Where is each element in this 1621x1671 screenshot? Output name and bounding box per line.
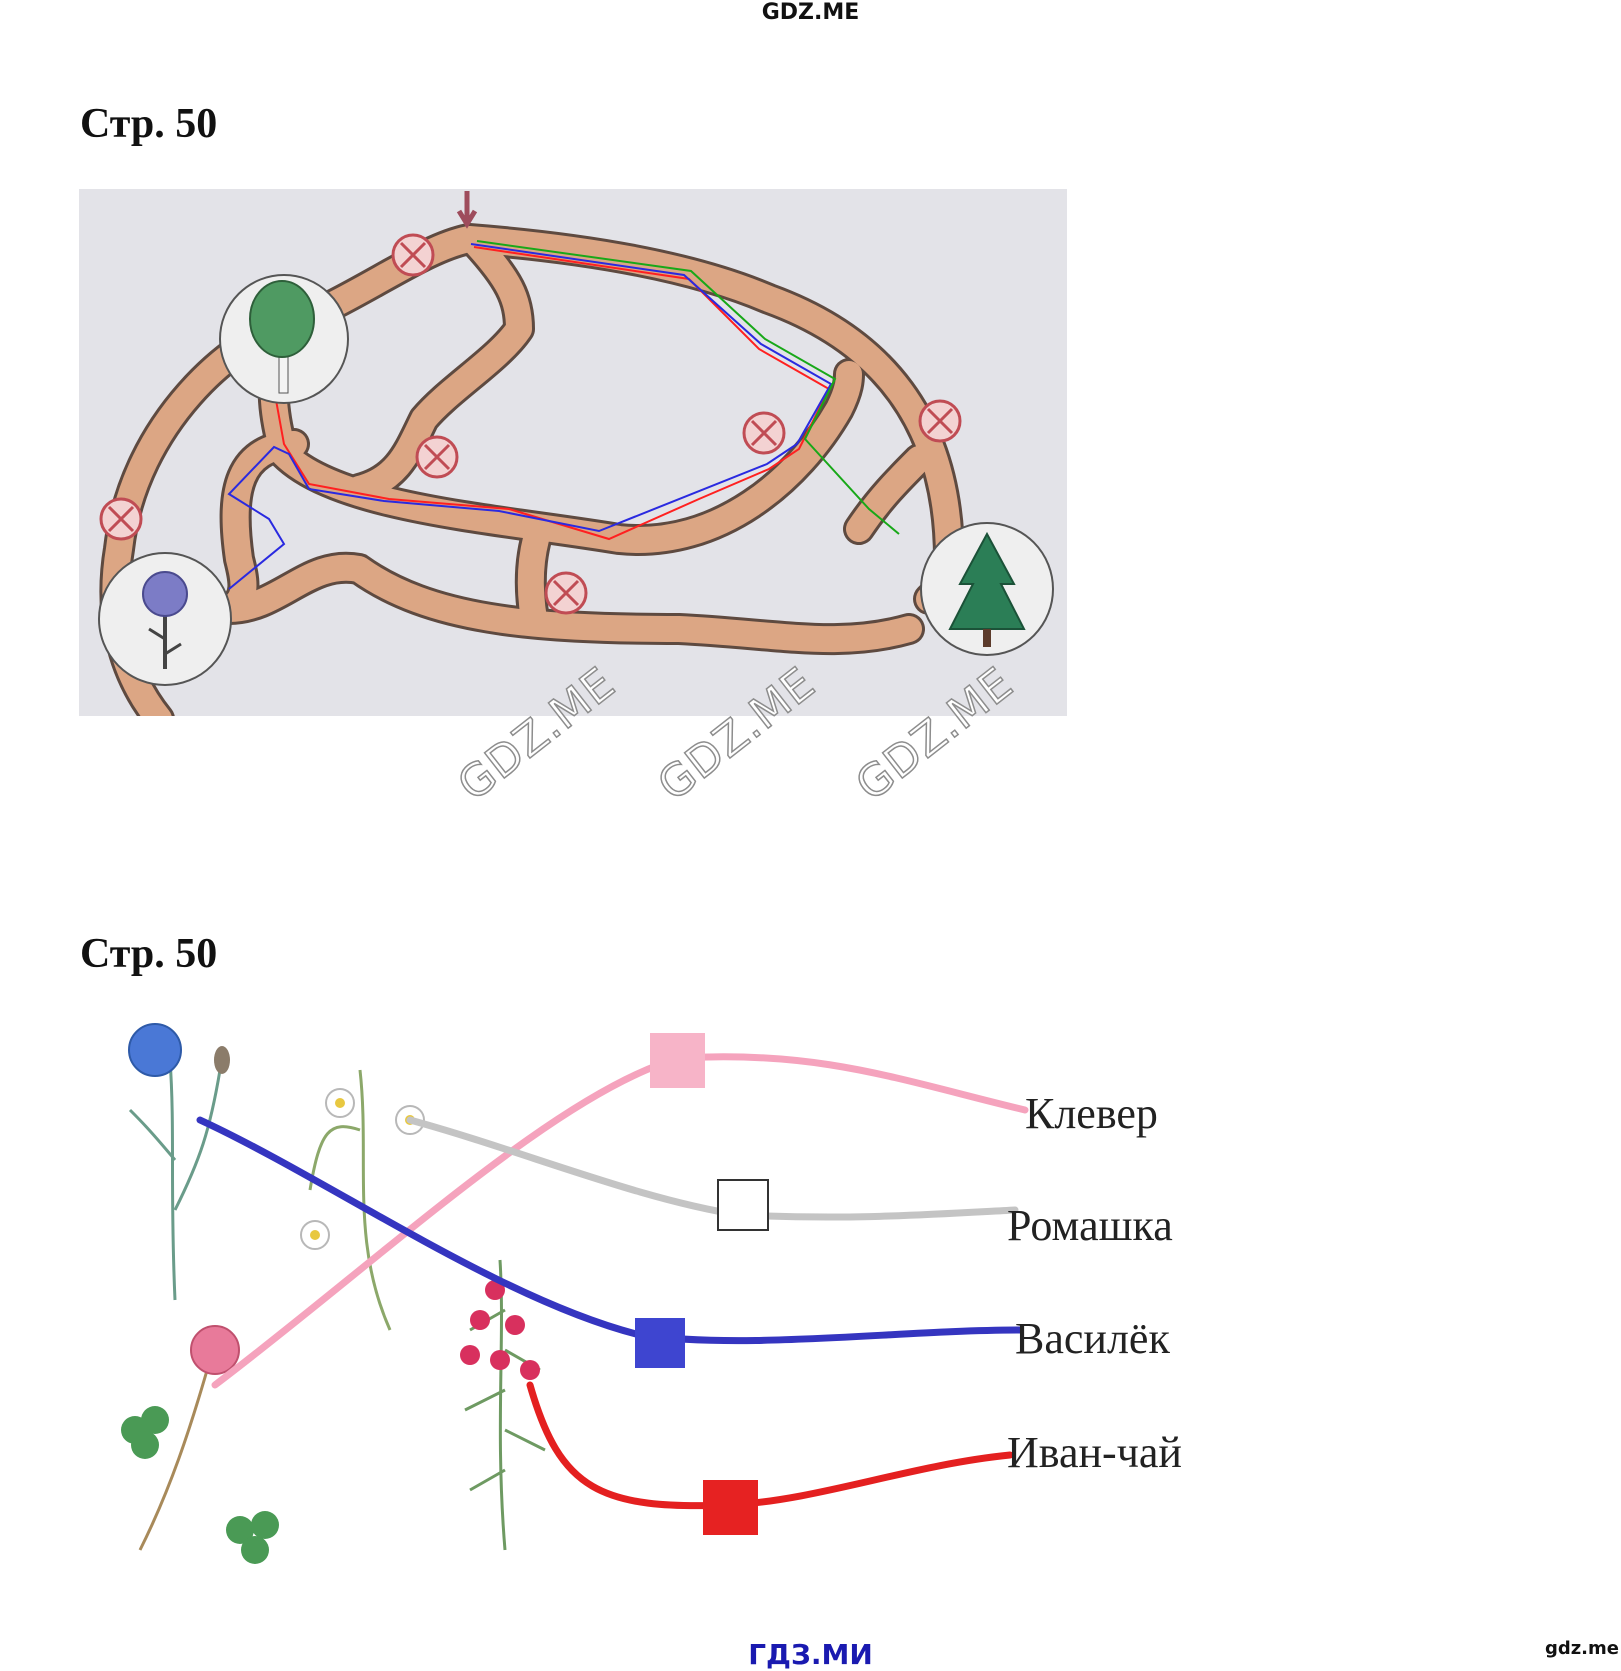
blocked-marker-icon	[544, 571, 588, 615]
blocked-crossings	[99, 233, 962, 615]
label-cornflower: Василёк	[1015, 1314, 1170, 1363]
route-blue	[227, 243, 833, 590]
cornflower-icon	[142, 571, 188, 669]
page-heading-2: Стр. 50	[80, 931, 218, 977]
line-fireweed	[526, 1381, 1014, 1510]
maze-picture	[79, 189, 1067, 716]
answer-box-chamomile[interactable]	[717, 1179, 769, 1231]
label-chamomile: Ромашка	[1007, 1201, 1173, 1250]
route-red	[273, 246, 831, 541]
line-chamomile	[406, 1116, 1019, 1221]
route-green	[476, 240, 900, 535]
entry-arrow-icon	[456, 191, 478, 229]
footer-link-right[interactable]: gdz.me	[1544, 1638, 1619, 1659]
label-fireweed: Иван-чай	[1007, 1428, 1182, 1477]
page-heading-1: Стр. 50	[80, 101, 218, 147]
answer-box-cornflower[interactable]	[635, 1318, 685, 1368]
blocked-marker-icon	[415, 435, 459, 479]
footer-link-center[interactable]: ГДЗ.МИ	[748, 1638, 873, 1671]
node-birch	[219, 274, 349, 404]
node-cornflower	[98, 552, 232, 686]
spruce-icon	[948, 531, 1026, 647]
route-lines	[227, 240, 900, 590]
node-spruce	[920, 522, 1054, 656]
chamomile-plant-icon	[300, 1069, 425, 1331]
site-header[interactable]: GDZ.ME	[761, 0, 860, 25]
line-cornflower	[196, 1116, 1024, 1345]
cornflower-plant-icon	[128, 1023, 230, 1301]
answer-box-clover[interactable]	[650, 1033, 705, 1088]
matching-exercise	[121, 1023, 1029, 1564]
blocked-marker-icon	[918, 399, 962, 443]
answer-box-fireweed[interactable]	[703, 1480, 758, 1535]
label-clover: Клевер	[1025, 1089, 1158, 1138]
birch-icon	[249, 280, 315, 394]
blocked-marker-icon	[391, 233, 435, 277]
blocked-marker-icon	[99, 497, 143, 541]
matching-lines	[196, 1053, 1029, 1510]
blocked-marker-icon	[742, 411, 786, 455]
fireweed-plant-icon	[460, 1259, 546, 1551]
clover-plant-icon	[121, 1325, 279, 1564]
